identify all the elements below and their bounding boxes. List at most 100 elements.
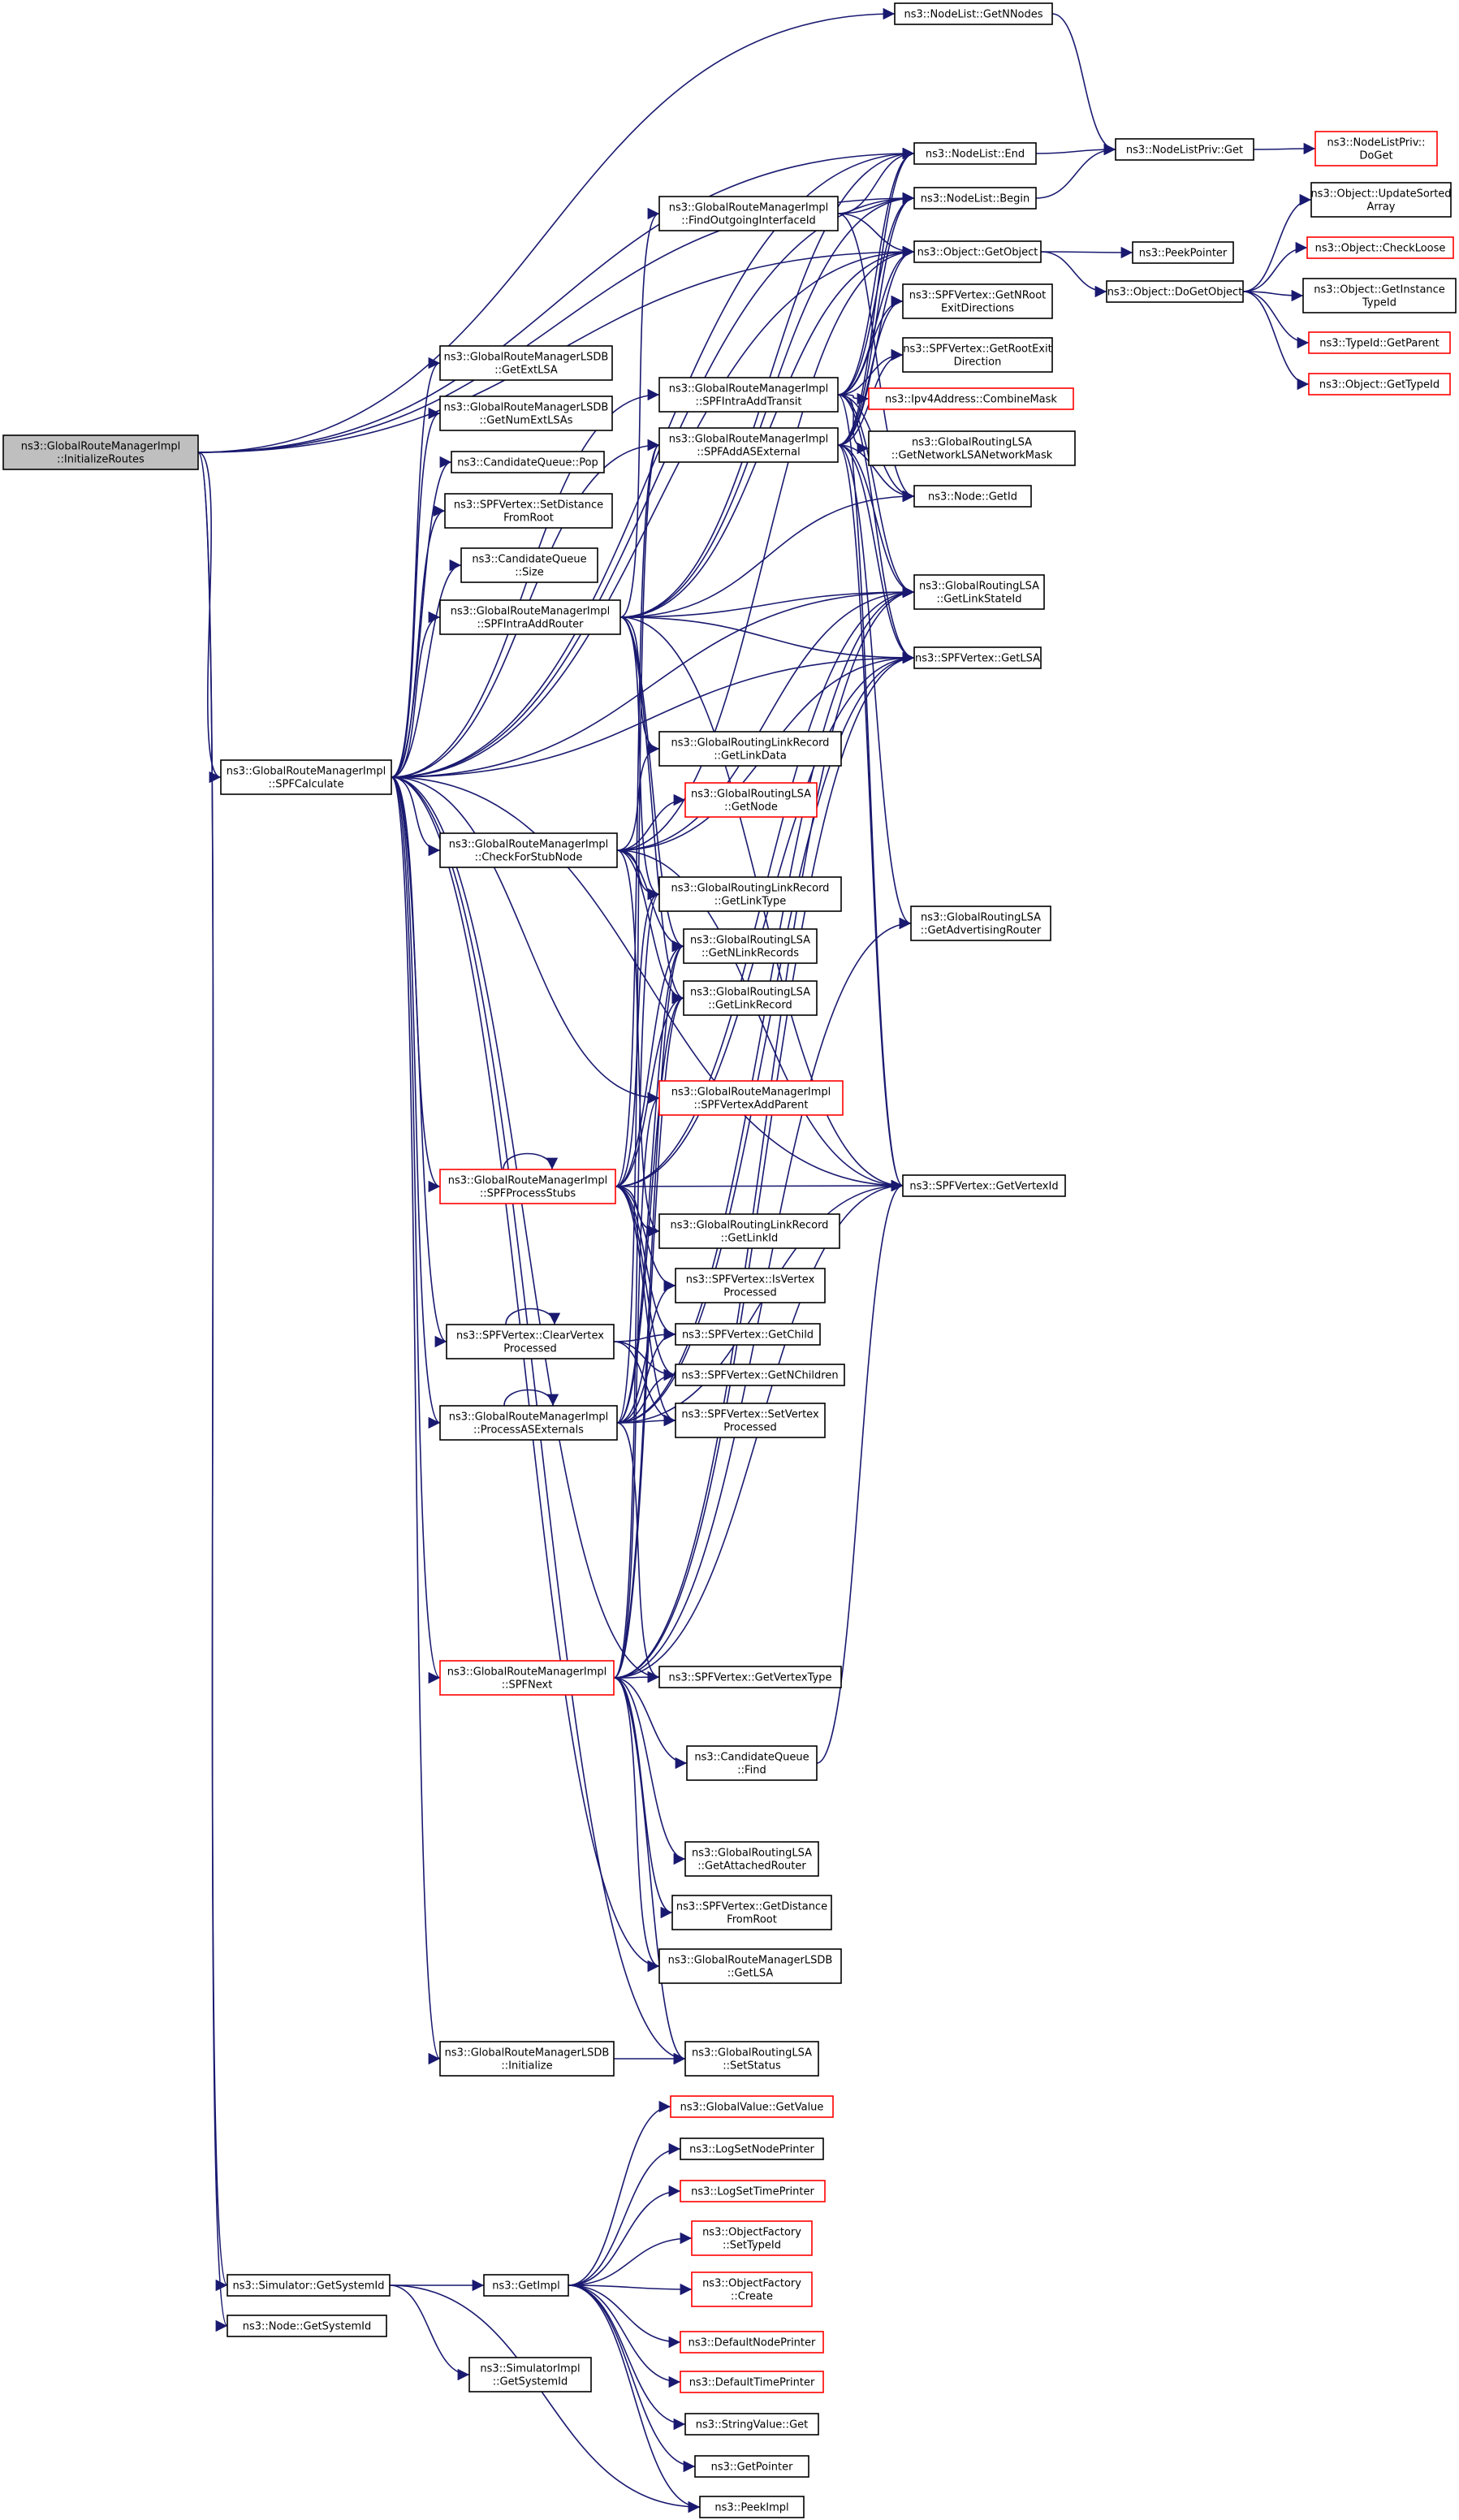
node-global-route-manager-impl-process-asexternals[interactable]: ns3::GlobalRouteManagerImpl::ProcessASEx… xyxy=(439,1405,618,1441)
node-label: ::Size xyxy=(515,567,543,579)
node-object-check-loose[interactable]: ns3::Object::CheckLoose xyxy=(1306,236,1454,259)
node-object-factory-create[interactable]: ns3::ObjectFactory::Create xyxy=(691,2271,813,2307)
node-global-route-manager-lsdb-get-ext-lsa[interactable]: ns3::GlobalRouteManagerLSDB::GetExtLSA xyxy=(439,345,613,381)
node-label: ns3::NodeListPriv:: xyxy=(1327,137,1425,149)
node-global-route-manager-impl-spfcalculate[interactable]: ns3::GlobalRouteManagerImpl::SPFCalculat… xyxy=(220,759,392,795)
node-object-factory-set-type-id[interactable]: ns3::ObjectFactory::SetTypeId xyxy=(691,2220,813,2256)
edge-n9-n14 xyxy=(1242,291,1310,391)
node-spfvertex-get-vertex-type[interactable]: ns3::SPFVertex::GetVertexType xyxy=(658,1666,842,1688)
edge-n9-n13 xyxy=(1242,291,1310,349)
node-global-routing-lsa-get-network-lsanetwork-mask[interactable]: ns3::GlobalRoutingLSA::GetNetworkLSANetw… xyxy=(868,430,1076,466)
node-global-routing-lsa-get-link-state-id[interactable]: ns3::GlobalRoutingLSA::GetLinkStateId xyxy=(913,574,1045,610)
node-global-routing-lsa-get-attached-router[interactable]: ns3::GlobalRoutingLSA::GetAttachedRouter xyxy=(684,1841,819,1877)
node-global-routing-link-record-get-link-id[interactable]: ns3::GlobalRoutingLinkRecord::GetLinkId xyxy=(658,1213,840,1249)
node-label: ns3::GlobalRoutingLinkRecord xyxy=(671,883,830,895)
node-box xyxy=(913,187,1037,210)
edge-n39-n47 xyxy=(615,1186,676,1427)
node-default-time-printer[interactable]: ns3::DefaultTimePrinter xyxy=(680,2371,824,2393)
node-global-route-manager-lsdb-initialize[interactable]: ns3::GlobalRouteManagerLSDB::Initialize xyxy=(439,2041,615,2077)
node-ipv4-address-combine-mask[interactable]: ns3::Ipv4Address::CombineMask xyxy=(868,387,1074,410)
node-global-routing-lsa-get-nlink-records[interactable]: ns3::GlobalRoutingLSA::GetNLinkRecords xyxy=(683,928,818,964)
node-type-id-get-parent[interactable]: ns3::TypeId::GetParent xyxy=(1308,331,1451,354)
node-candidate-queue-find[interactable]: ns3::CandidateQueue::Find xyxy=(686,1745,818,1781)
node-global-value-get-value[interactable]: ns3::GlobalValue::GetValue xyxy=(670,2095,834,2118)
node-label: ::GetNumExtLSAs xyxy=(480,415,573,427)
node-label: ns3::GlobalRouteManagerLSDB xyxy=(445,2047,610,2060)
node-box xyxy=(910,906,1051,941)
node-simulator-get-system-id[interactable]: ns3::Simulator::GetSystemId xyxy=(227,2274,391,2297)
node-global-route-manager-impl-spfadd-asexternal[interactable]: ns3::GlobalRouteManagerImpl::SPFAddASExt… xyxy=(658,427,839,463)
node-peek-pointer[interactable]: ns3::PeekPointer xyxy=(1132,241,1234,264)
node-global-route-manager-impl-spfvertex-add-parent[interactable]: ns3::GlobalRouteManagerImpl::SPFVertexAd… xyxy=(658,1080,844,1116)
node-global-routing-lsa-get-advertising-router[interactable]: ns3::GlobalRoutingLSA::GetAdvertisingRou… xyxy=(910,906,1051,941)
edge-n15-n28 xyxy=(837,213,915,503)
node-global-route-manager-impl-find-outgoing-interface-id[interactable]: ns3::GlobalRouteManagerImpl::FindOutgoin… xyxy=(658,196,839,231)
node-label: ::ProcessASExternals xyxy=(473,1424,584,1437)
node-node-get-id[interactable]: ns3::Node::GetId xyxy=(913,485,1032,508)
node-string-value-get[interactable]: ns3::StringValue::Get xyxy=(684,2413,819,2436)
node-node-list-priv-get[interactable]: ns3::NodeListPriv::Get xyxy=(1115,138,1254,161)
node-global-route-manager-impl-spfprocess-stubs[interactable]: ns3::GlobalRouteManagerImpl::SPFProcessS… xyxy=(439,1169,616,1204)
node-get-impl[interactable]: ns3::GetImpl xyxy=(483,2274,569,2297)
node-label: ns3::SPFVertex::SetVertex xyxy=(681,1409,819,1421)
node-spfvertex-get-nchildren[interactable]: ns3::SPFVertex::GetNChildren xyxy=(675,1364,845,1386)
node-global-route-manager-impl-spfnext[interactable]: ns3::GlobalRouteManagerImpl::SPFNext xyxy=(439,1660,615,1696)
node-label: ns3::GlobalRouteManagerLSDB xyxy=(668,1955,833,1967)
node-global-route-manager-impl-spfintra-add-transit[interactable]: ns3::GlobalRouteManagerImpl::SPFIntraAdd… xyxy=(658,377,839,413)
node-global-route-manager-impl-spfintra-add-router[interactable]: ns3::GlobalRouteManagerImpl::SPFIntraAdd… xyxy=(439,599,621,635)
node-log-set-node-printer[interactable]: ns3::LogSetNodePrinter xyxy=(680,2137,824,2160)
node-node-list-priv-do-get[interactable]: ns3::NodeListPriv::DoGet xyxy=(1314,131,1438,166)
node-get-pointer[interactable]: ns3::GetPointer xyxy=(694,2455,809,2478)
node-node-list-end[interactable]: ns3::NodeList::End xyxy=(913,142,1037,165)
node-box xyxy=(658,876,842,912)
node-label: ns3::GlobalRoutingLSA xyxy=(919,581,1039,593)
node-node-list-get-nnodes[interactable]: ns3::NodeList::GetNNodes xyxy=(894,2,1053,25)
node-label: ns3::SPFVertex::GetLSA xyxy=(915,653,1040,665)
node-node-get-system-id[interactable]: ns3::Node::GetSystemId xyxy=(227,2315,387,2337)
node-global-route-manager-impl-initialize-routes[interactable]: ns3::GlobalRouteManagerImpl::InitializeR… xyxy=(2,434,199,470)
node-spfvertex-get-child[interactable]: ns3::SPFVertex::GetChild xyxy=(675,1323,821,1346)
node-object-do-get-object[interactable]: ns3::Object::DoGetObject xyxy=(1106,280,1244,303)
node-global-route-manager-impl-check-for-stub-node[interactable]: ns3::GlobalRouteManagerImpl::CheckForStu… xyxy=(439,832,618,868)
node-candidate-queue-pop[interactable]: ns3::CandidateQueue::Pop xyxy=(451,451,605,473)
node-global-route-manager-lsdb-get-lsa[interactable]: ns3::GlobalRouteManagerLSDB::GetLSA xyxy=(658,1948,842,1984)
node-label: DoGet xyxy=(1359,150,1392,162)
edge-n48-n30 xyxy=(613,651,915,1679)
node-label: ns3::GlobalRouteManagerLSDB xyxy=(444,402,609,414)
node-label: ::Find xyxy=(737,1765,766,1777)
node-candidate-queue-size[interactable]: ns3::CandidateQueue::Size xyxy=(460,547,598,583)
node-object-get-object[interactable]: ns3::Object::GetObject xyxy=(913,240,1042,263)
node-log-set-time-printer[interactable]: ns3::LogSetTimePrinter xyxy=(680,2180,826,2202)
node-label: ns3::DefaultTimePrinter xyxy=(689,2377,815,2389)
node-spfvertex-get-vertex-id[interactable]: ns3::SPFVertex::GetVertexId xyxy=(902,1174,1066,1197)
node-label: Processed xyxy=(723,1422,777,1434)
node-global-routing-link-record-get-link-type[interactable]: ns3::GlobalRoutingLinkRecord::GetLinkTyp… xyxy=(658,876,842,912)
node-global-routing-link-record-get-link-data[interactable]: ns3::GlobalRoutingLinkRecord::GetLinkDat… xyxy=(658,731,842,767)
node-node-list-begin[interactable]: ns3::NodeList::Begin xyxy=(913,187,1037,210)
node-global-route-manager-lsdb-get-num-ext-lsas[interactable]: ns3::GlobalRouteManagerLSDB::GetNumExtLS… xyxy=(439,396,613,431)
node-global-routing-lsa-set-status[interactable]: ns3::GlobalRoutingLSA::SetStatus xyxy=(684,2041,819,2077)
node-peek-impl[interactable]: ns3::PeekImpl xyxy=(699,2496,805,2518)
node-spfvertex-get-lsa[interactable]: ns3::SPFVertex::GetLSA xyxy=(913,646,1042,669)
node-box xyxy=(439,396,613,431)
node-default-node-printer[interactable]: ns3::DefaultNodePrinter xyxy=(680,2331,824,2354)
node-object-get-type-id[interactable]: ns3::Object::GetTypeId xyxy=(1308,373,1451,396)
node-global-routing-lsa-get-link-record[interactable]: ns3::GlobalRoutingLSA::GetLinkRecord xyxy=(683,980,818,1016)
node-box xyxy=(675,1403,826,1438)
edge-n7-n9 xyxy=(1040,251,1107,298)
node-global-routing-lsa-get-node[interactable]: ns3::GlobalRoutingLSA::GetNode xyxy=(684,782,818,818)
node-label: ns3::SPFVertex::GetRootExit xyxy=(903,344,1051,356)
edge-n1-n46 xyxy=(391,776,441,1429)
node-simulator-impl-get-system-id[interactable]: ns3::SimulatorImpl::GetSystemId xyxy=(468,2357,592,2392)
edge-n2-n5 xyxy=(1051,13,1116,156)
node-box xyxy=(680,2331,824,2354)
